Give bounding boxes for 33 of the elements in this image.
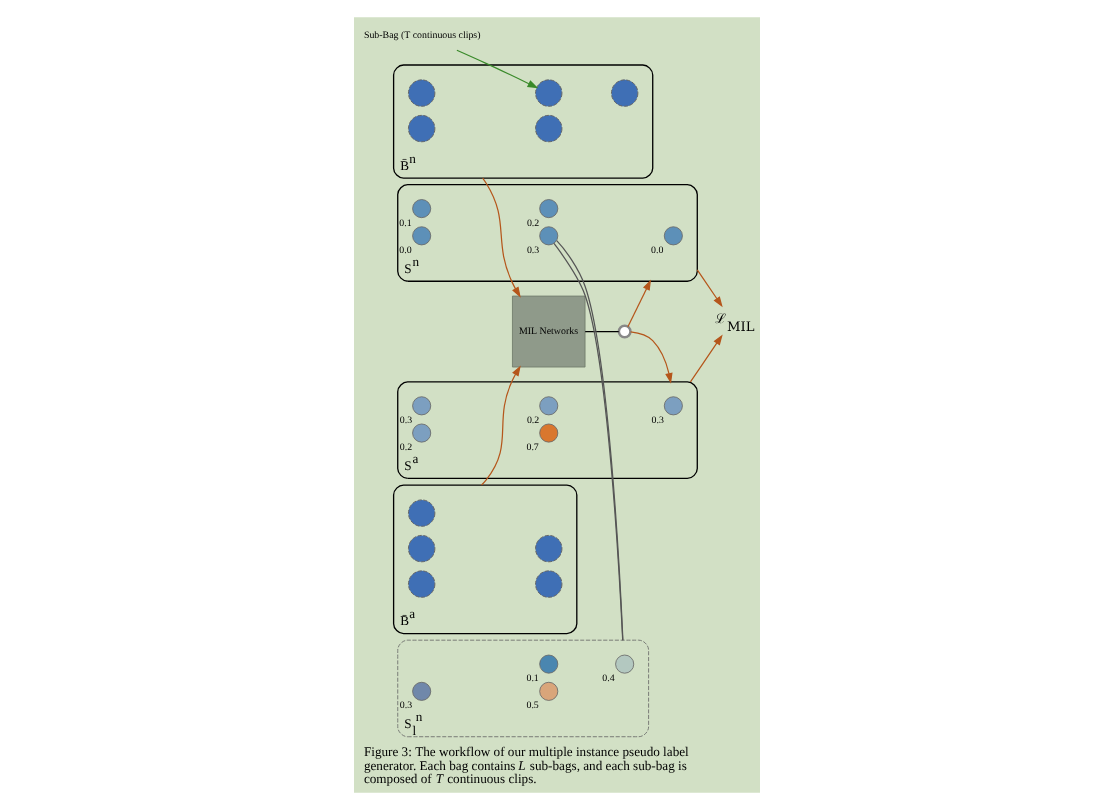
node-circle (539, 226, 559, 246)
node-circle (412, 681, 432, 701)
node-circle (615, 654, 635, 674)
node-circle (535, 570, 563, 598)
node-circle (535, 534, 563, 563)
arrow (480, 365, 521, 486)
connector (584, 330, 620, 333)
node-circle (535, 114, 563, 143)
node-circle (412, 199, 432, 219)
node-circle (539, 681, 559, 701)
node-circle (539, 396, 559, 416)
arrow (482, 177, 521, 298)
node-circle (407, 570, 436, 598)
node-circle (617, 324, 632, 339)
arrow (630, 331, 673, 384)
node-circle (663, 226, 683, 246)
node-circle (535, 79, 563, 107)
arrow (456, 49, 539, 89)
arrow (696, 269, 723, 308)
arrow (689, 334, 723, 383)
node-circle (610, 79, 639, 107)
node-circle (407, 499, 436, 527)
node-circle (539, 654, 559, 674)
node-circle (539, 423, 559, 443)
node-circle (407, 79, 436, 107)
node-circle (412, 396, 432, 416)
node-circle (407, 534, 436, 563)
arrow (627, 279, 652, 328)
node-circle (412, 226, 432, 246)
node-circle (407, 114, 436, 143)
node-circle (412, 423, 432, 443)
node-circle (663, 396, 683, 416)
node-circle (539, 199, 559, 219)
